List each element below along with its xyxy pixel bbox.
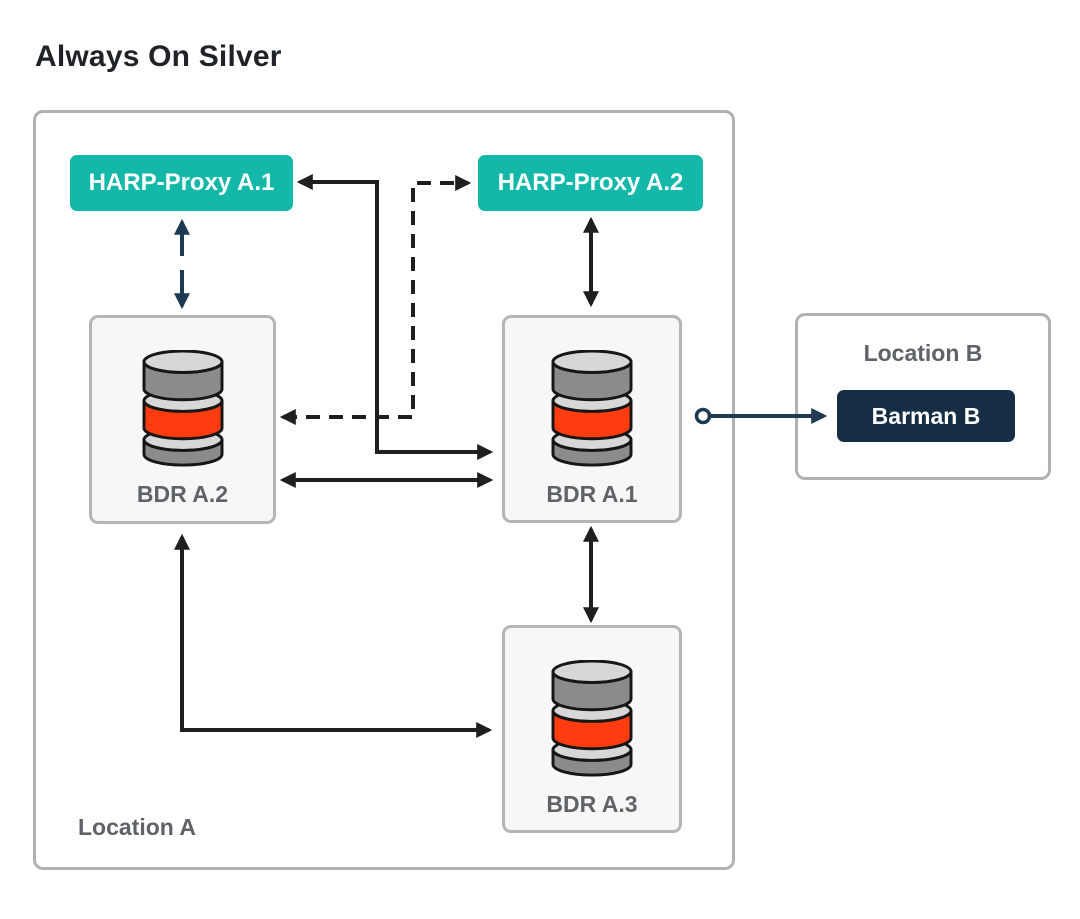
bdr-a1-node: BDR A.1 bbox=[502, 315, 682, 523]
location-b-region: Location B Barman B bbox=[795, 313, 1051, 480]
harp-proxy-a1-label: HARP-Proxy A.1 bbox=[88, 169, 275, 196]
bdr-a2-label: BDR A.2 bbox=[136, 481, 229, 507]
diagram-title: Always On Silver bbox=[35, 40, 282, 73]
harp-proxy-a2-node: HARP-Proxy A.2 bbox=[478, 155, 703, 211]
bdr-a3-label: BDR A.3 bbox=[546, 791, 638, 817]
bdr-a1-label: BDR A.1 bbox=[546, 481, 638, 507]
harp-proxy-a1-node: HARP-Proxy A.1 bbox=[70, 155, 293, 211]
location-b-label: Location B bbox=[863, 340, 983, 366]
barman-b-label: Barman B bbox=[871, 402, 981, 429]
harp-proxy-a2-label: HARP-Proxy A.2 bbox=[497, 169, 684, 196]
database-icon bbox=[136, 350, 230, 469]
database-icon bbox=[545, 660, 639, 779]
barman-b-node: Barman B bbox=[837, 390, 1015, 442]
bdr-a3-node: BDR A.3 bbox=[502, 625, 682, 833]
bdr-a2-node: BDR A.2 bbox=[89, 315, 276, 524]
location-a-label: Location A bbox=[78, 814, 196, 840]
database-icon bbox=[545, 350, 639, 469]
